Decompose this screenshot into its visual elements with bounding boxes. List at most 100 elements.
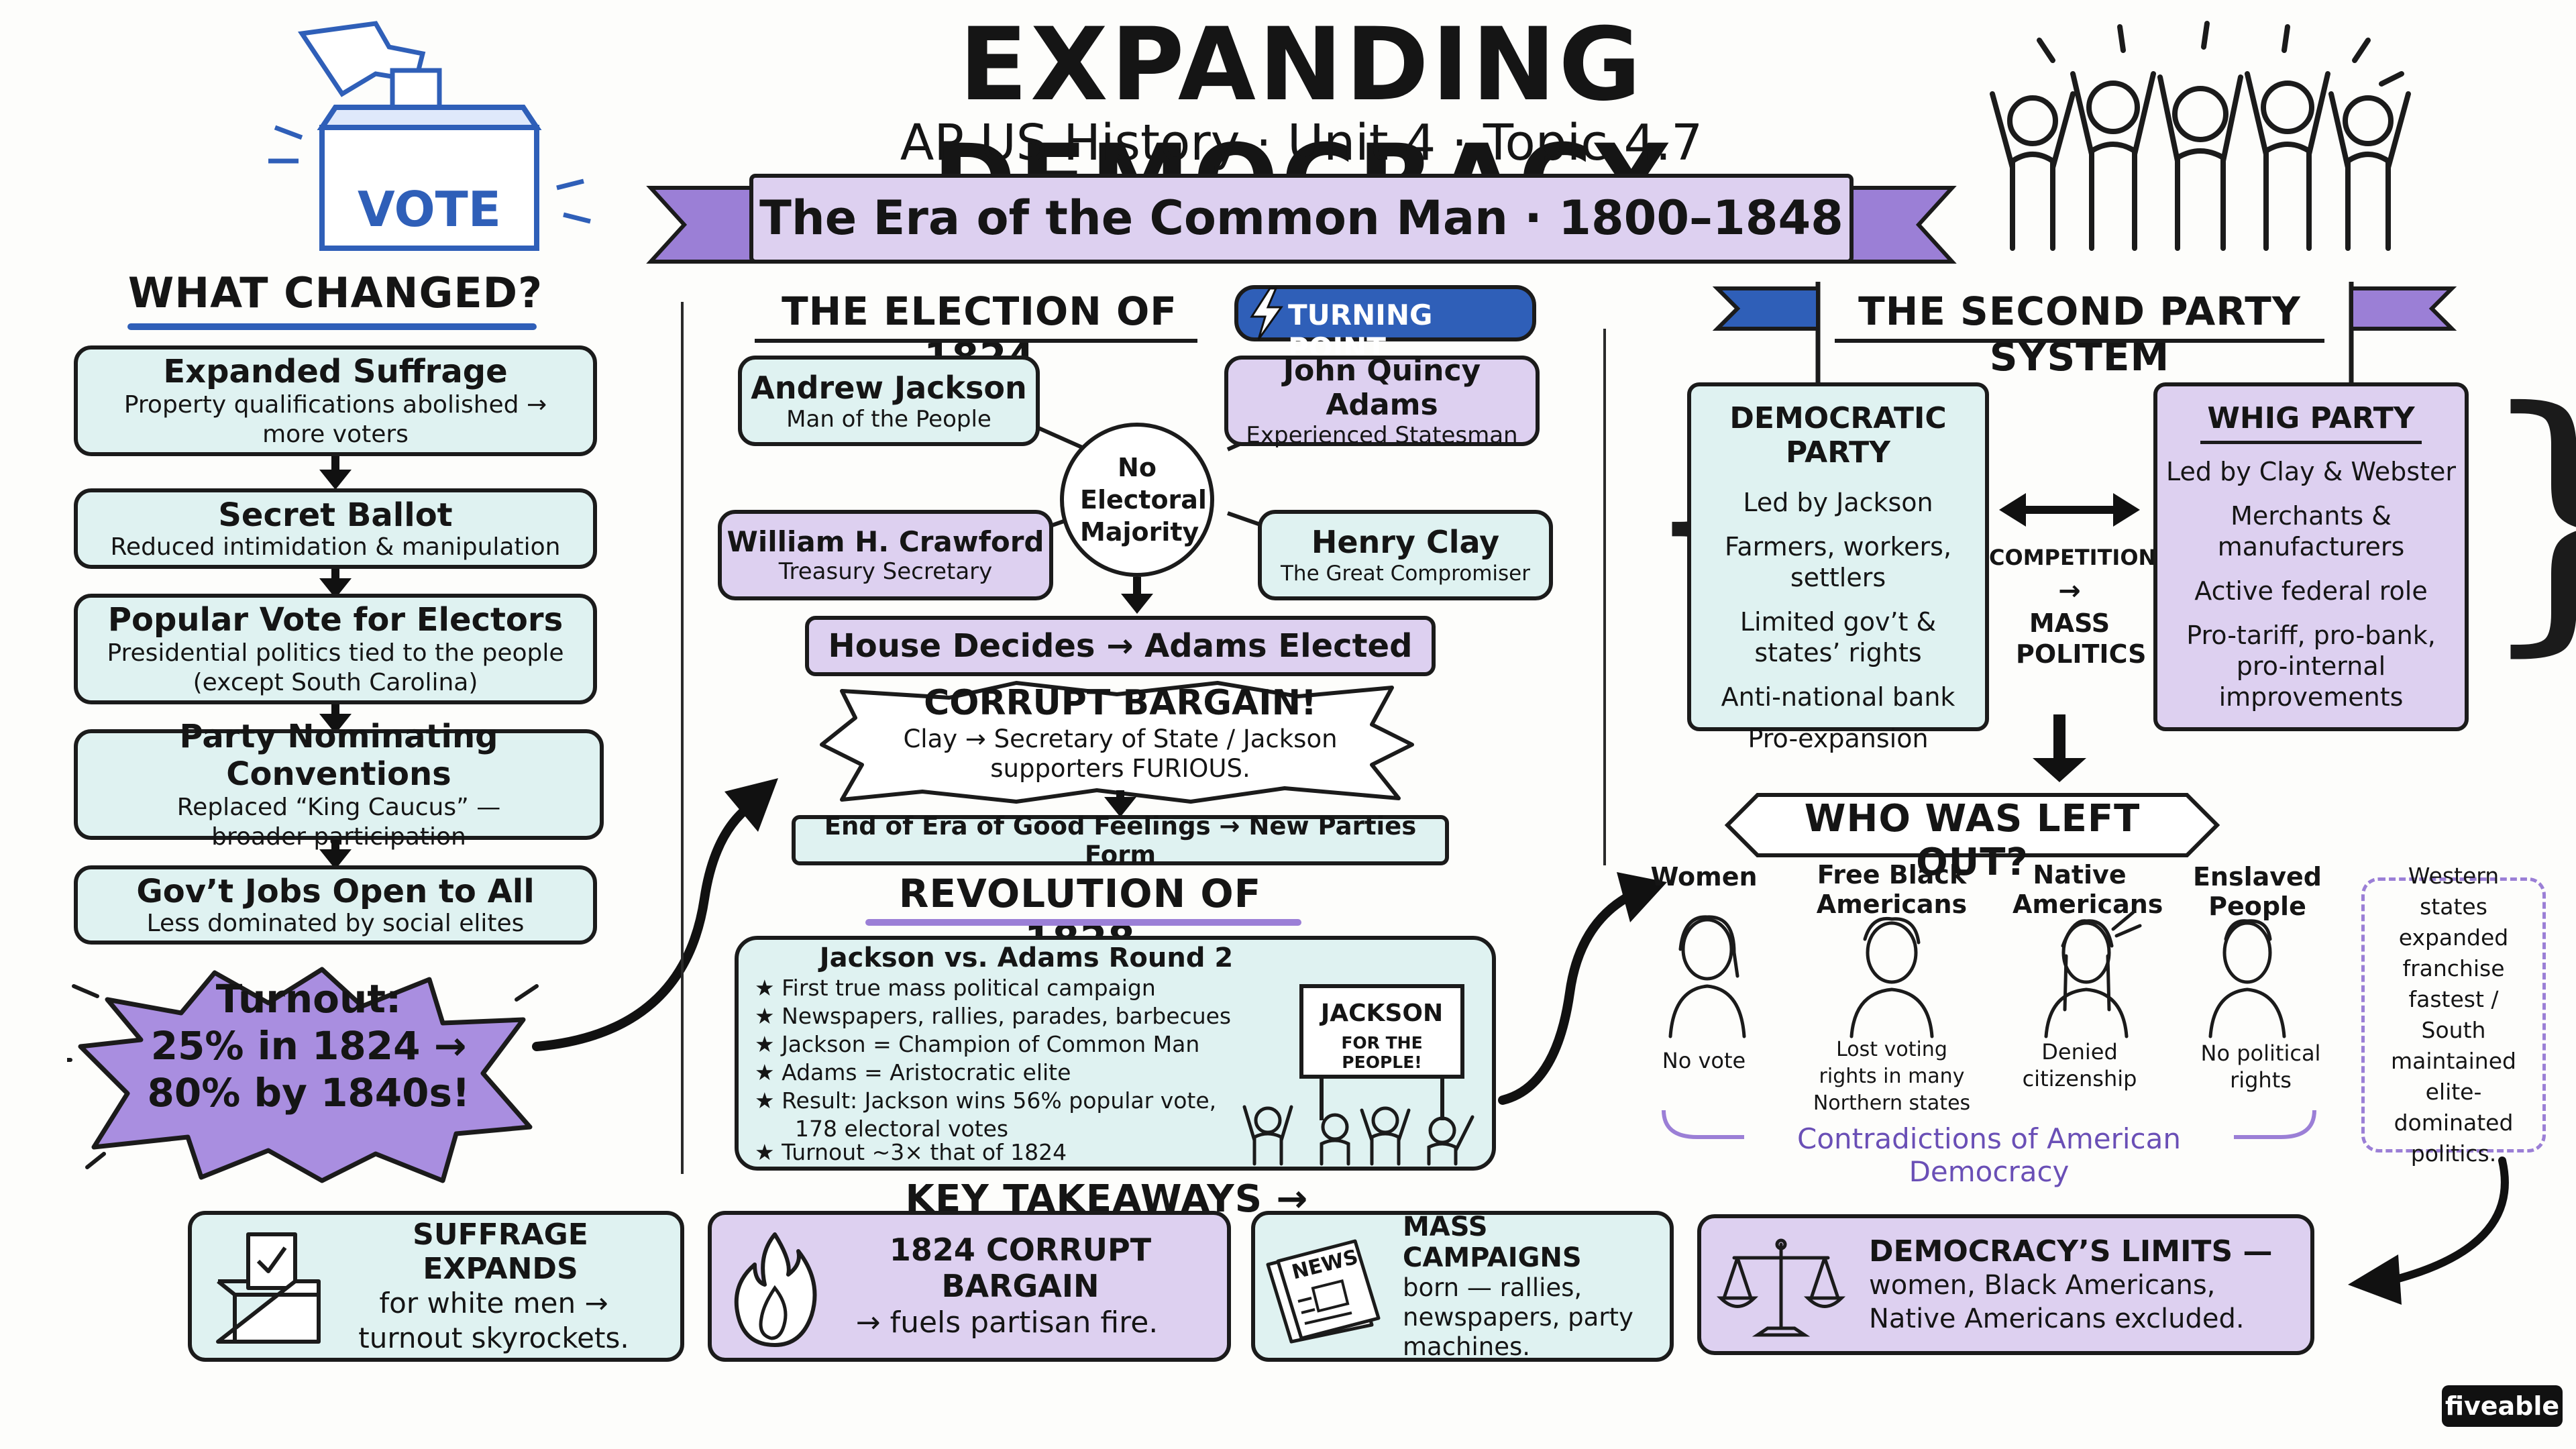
group-name: Free Black Americans — [1816, 860, 1968, 919]
curved-arrow-icon — [1498, 872, 1667, 1105]
candidate-desc: Man of the People — [786, 405, 991, 433]
vote-label: VOTE — [358, 181, 501, 237]
revolution-underline — [865, 919, 1301, 926]
candidate-adams: John Quincy Adams Experienced Statesman — [1224, 353, 1540, 449]
party-item: Pro-expansion — [1748, 724, 1929, 753]
change-desc: Presidential politics tied to the people… — [107, 639, 564, 696]
party-item: Led by Clay & Webster — [2166, 457, 2456, 486]
rally-sign-line-1: JACKSON — [1320, 1000, 1444, 1027]
arrow-down-icon — [1121, 594, 1153, 614]
competition-line-3: MASS POLITICS — [2016, 608, 2147, 669]
end-era-text: End of Era of Good Feelings → New Partie… — [824, 811, 1417, 869]
turnout-title: Turnout: — [215, 976, 402, 1022]
change-secret-ballot: Secret Ballot Reduced intimidation & man… — [74, 488, 597, 569]
takeaway-desc: → fuels partisan fire. — [855, 1305, 1159, 1340]
candidate-desc: The Great Compromiser — [1281, 561, 1530, 586]
arrow-stem — [331, 456, 339, 472]
party-item: Limited gov’t & states’ rights — [1739, 607, 1937, 667]
bullet-item: Newspapers, rallies, parades, barbecues — [755, 1002, 1278, 1030]
takeaway-desc: women, Black Americans, Native Americans… — [1869, 1269, 2245, 1334]
candidate-name: William H. Crawford — [727, 525, 1044, 558]
corrupt-bargain-title: CORRUPT BARGAIN! — [924, 683, 1317, 723]
column-divider — [1603, 329, 1606, 865]
group-status: Lost voting rights in many Northern stat… — [1813, 1038, 1971, 1115]
left-out-heading: WHO WAS LEFT OUT? — [1804, 797, 2141, 884]
change-desc: Property qualifications abolished → more… — [123, 390, 547, 448]
column-divider — [681, 302, 684, 1174]
left-out-banner — [1724, 793, 2220, 857]
change-title: Gov’t Jobs Open to All — [136, 873, 535, 910]
second-party-heading: THE SECOND PARTY SYSTEM — [1858, 288, 2301, 380]
contradictions-label: Contradictions of American Democracy — [1797, 1122, 2181, 1188]
candidate-desc: Treasury Secretary — [778, 558, 993, 585]
party-title: DEMOCRATIC PARTY — [1729, 401, 1947, 470]
turnout-line-1: 25% in 1824 → — [150, 1023, 467, 1069]
purple-flag-icon — [2349, 282, 2457, 386]
bullet-item: Result: Jackson wins 56% popular vote, — [755, 1087, 1278, 1115]
party-title-underline — [2200, 441, 2422, 444]
change-title: Secret Ballot — [218, 496, 453, 534]
change-desc: Reduced intimidation & manipulation — [110, 533, 561, 561]
arrow-stem — [2053, 714, 2065, 761]
party-item: Led by Jackson — [1743, 488, 1933, 517]
takeaway-desc: born — rallies, newspapers, party machin… — [1403, 1273, 1633, 1361]
ballot-checkmark-icon — [216, 1232, 321, 1344]
bullet-item: Turnout ~3× that of 1824 — [755, 1138, 1278, 1167]
cheering-crowd-icon — [1990, 21, 2411, 251]
fiveable-logo: fiveable — [2442, 1385, 2563, 1427]
group-status: Denied citizenship — [2022, 1039, 2137, 1091]
second-party-underline — [1835, 339, 2324, 343]
party-item: Farmers, workers, settlers — [1724, 532, 1952, 592]
fire-icon — [734, 1232, 817, 1347]
house-decides-box: House Decides → Adams Elected — [805, 616, 1436, 676]
newspaper-icon — [1266, 1239, 1381, 1344]
rally-sign-line-2: FOR THE PEOPLE! — [1341, 1033, 1423, 1072]
corrupt-bargain-desc: Clay → Secretary of State / Jackson supp… — [903, 724, 1338, 783]
candidate-name: Henry Clay — [1311, 523, 1500, 560]
revolution-bullets-last: Turnout ~3× that of 1824 — [755, 1138, 1278, 1167]
arrow-down-icon — [2033, 758, 2086, 782]
takeaway-desc: for white men → turnout skyrockets. — [358, 1286, 629, 1354]
banner-text: The Era of the Common Man · 1800–1848 — [759, 191, 1843, 246]
arrow-down-icon — [1104, 797, 1136, 817]
bullet-item: Adams = Aristocratic elite — [755, 1059, 1278, 1087]
revolution-bullets: First true mass political campaign Newsp… — [755, 974, 1278, 1115]
candidate-desc: Experienced Statesman — [1246, 421, 1518, 449]
western-states-note: Western states expanded franchise fastes… — [2361, 863, 2546, 1167]
turning-point-badge — [1234, 285, 1536, 341]
party-item: Pro-tariff, pro-bank, pro-internal impro… — [2186, 621, 2436, 712]
turnout-starburst — [67, 967, 539, 1183]
candidate-crawford: William H. Crawford Treasury Secretary — [718, 510, 1053, 600]
change-popular-vote: Popular Vote for Electors Presidential p… — [74, 594, 597, 704]
revolution-box-title: Jackson vs. Adams Round 2 — [819, 943, 1234, 973]
change-desc: Less dominated by social elites — [146, 910, 525, 937]
party-title: WHIG PARTY — [2207, 401, 2415, 435]
group-name: Enslaved People — [2192, 862, 2322, 921]
change-govt-jobs: Gov’t Jobs Open to All Less dominated by… — [74, 865, 597, 945]
scales-of-justice-icon — [1716, 1238, 1846, 1337]
arrow-down-icon — [319, 470, 352, 490]
takeaway-title: MASS CAMPAIGNS — [1403, 1211, 1582, 1273]
group-status: No political rights — [2200, 1040, 2321, 1093]
double-arrow-icon — [1999, 493, 2140, 527]
change-title: Popular Vote for Electors — [107, 600, 564, 639]
bullet-continuation: 178 electoral votes — [795, 1116, 1009, 1142]
bullet-item: Jackson = Champion of Common Man — [755, 1030, 1278, 1059]
party-item: Active federal role — [2194, 576, 2428, 606]
right-brace: } — [2475, 376, 2576, 657]
curved-arrow-icon — [2348, 1157, 2509, 1305]
takeaway-title: DEMOCRACY’S LIMITS — — [1869, 1234, 2273, 1269]
candidate-clay: Henry Clay The Great Compromiser — [1258, 510, 1553, 600]
party-item: Merchants & manufacturers — [2217, 501, 2405, 561]
blue-flag-icon — [1712, 282, 1821, 386]
whig-party-box: WHIG PARTY Led by Clay & Webster Merchan… — [2153, 382, 2469, 731]
candidate-name: Andrew Jackson — [751, 369, 1027, 406]
end-era-box: End of Era of Good Feelings → New Partie… — [792, 812, 1449, 869]
competition-line-1: COMPETITION — [1989, 545, 2157, 570]
what-changed-underline — [127, 323, 537, 330]
rally-crowd-icon — [1242, 984, 1474, 1166]
group-name: Women — [1650, 862, 1758, 892]
no-majority-text: No Electoral Majority — [1080, 453, 1207, 547]
candidate-name: John Quincy Adams — [1283, 353, 1481, 422]
lightning-icon — [1250, 287, 1283, 340]
